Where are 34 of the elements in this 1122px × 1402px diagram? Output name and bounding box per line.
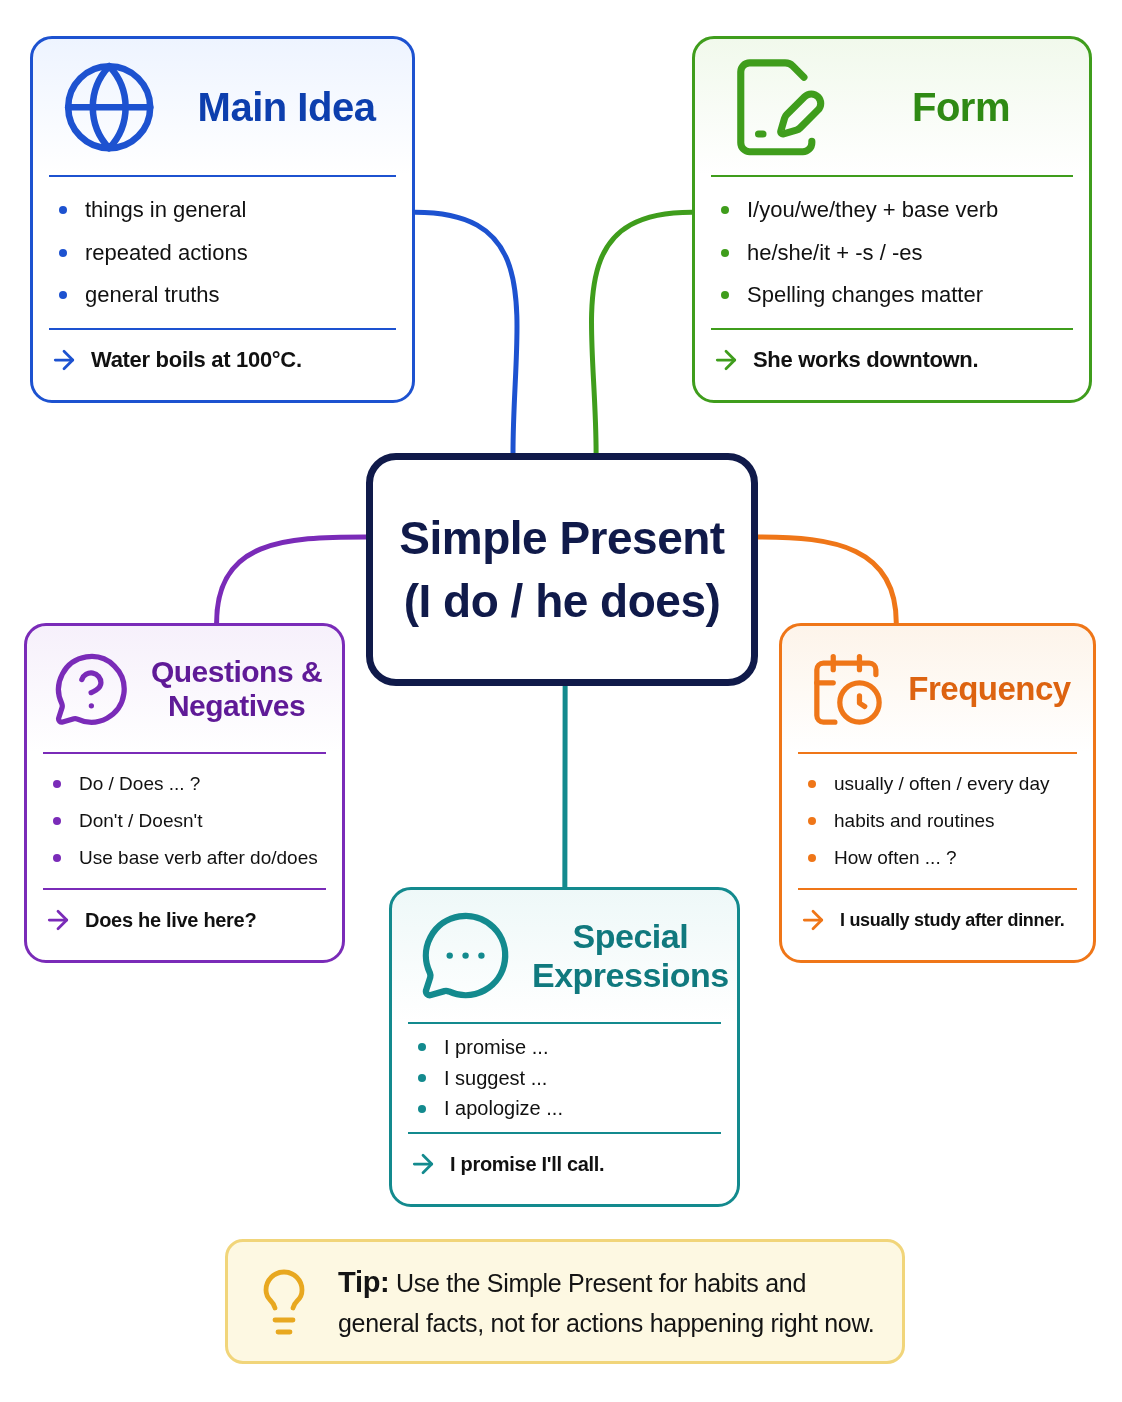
card-title: Form: [911, 84, 1011, 130]
example-sentence: I usually study after dinner.: [840, 909, 1065, 931]
bullet-item: Don't / Doesn't: [43, 810, 326, 832]
central-topic-text: Simple Present (I do / he does): [398, 511, 726, 629]
example-sentence: She works downtown.: [753, 347, 979, 373]
example-sentence: Does he live here?: [85, 908, 257, 932]
bullet-item: Use base verb after do/does: [43, 847, 326, 869]
topic-card: [24, 623, 345, 963]
bullet-item: general truths: [49, 281, 396, 308]
card-title: Frequency: [907, 670, 1072, 708]
example-sentence: I promise I'll call.: [450, 1152, 605, 1176]
tip-box: [225, 1239, 905, 1364]
card-title: Questions & Negatives: [149, 654, 324, 724]
example-sentence: Water boils at 100°C.: [91, 347, 302, 373]
topic-card: [389, 887, 740, 1207]
tip-text: Tip: Use the Simple Present for habits and general facts, not for actions happening right now.: [338, 1265, 876, 1339]
bullet-item: How often ... ?: [798, 847, 1077, 869]
card-title: Main Idea: [196, 84, 378, 130]
topic-card: [692, 36, 1092, 403]
bullet-item: he/she/it + -s / -es: [711, 239, 1073, 266]
bullet-item: usually / often / every day: [798, 773, 1077, 795]
bullet-item: Do / Does ... ?: [43, 773, 326, 795]
topic-card: [30, 36, 415, 403]
bullet-item: things in general: [49, 197, 396, 224]
bullet-item: repeated actions: [49, 239, 396, 266]
bullet-item: I apologize ...: [408, 1097, 721, 1121]
central-topic-box: [366, 453, 758, 686]
card-title: Special Expressions: [532, 916, 729, 996]
bullet-item: Spelling changes matter: [711, 281, 1073, 308]
bullet-item: I/you/we/they + base verb: [711, 197, 1073, 224]
topic-card: [779, 623, 1096, 963]
bullet-item: I promise ...: [408, 1035, 721, 1059]
bullet-item: habits and routines: [798, 810, 1077, 832]
bullet-item: I suggest ...: [408, 1066, 721, 1090]
